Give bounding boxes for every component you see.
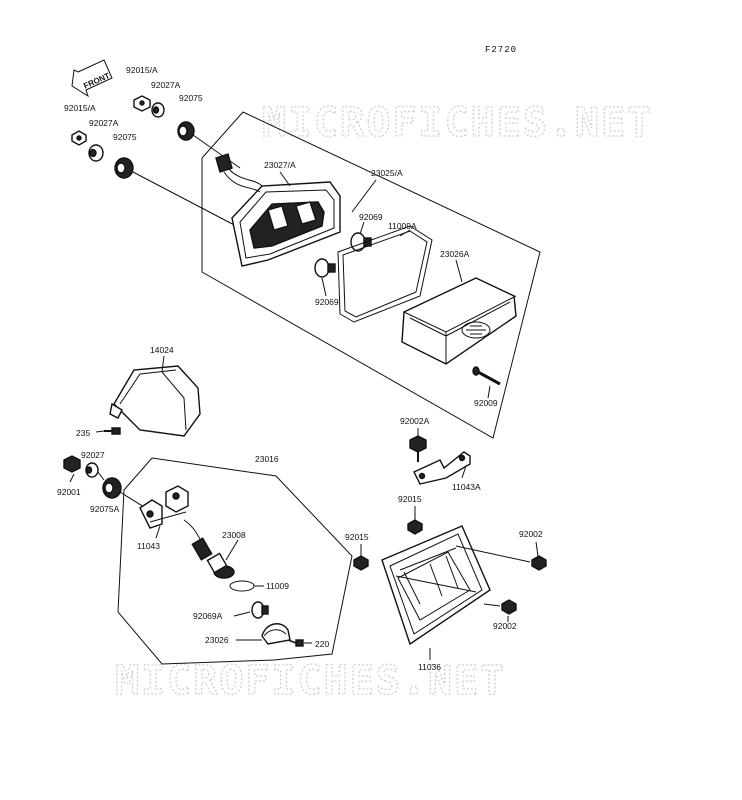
part-92027A-left-icon: [88, 144, 104, 162]
label-92015-a: 92015: [398, 494, 422, 504]
part-92075A-icon: [102, 477, 122, 499]
bracket-11043-icon: [139, 485, 189, 529]
part-92015A-top-icon: [133, 95, 151, 112]
front-arrow-icon: FRONT: [71, 59, 113, 98]
label-11043: 11043: [137, 541, 160, 551]
screw-220-icon: [287, 639, 304, 647]
group-outline-23016: [117, 457, 353, 665]
label-92015-b: 92015: [345, 532, 369, 542]
label-92015A-left: 92015/A: [64, 103, 96, 113]
part-92015A-left-icon: [71, 130, 87, 146]
bolt-92002-a-icon: [531, 555, 547, 571]
gasket-11009-icon: [229, 580, 255, 592]
lens-23026-icon: [261, 623, 291, 645]
label-92069-top: 92069: [359, 212, 383, 222]
label-23008: 23008: [222, 530, 246, 540]
bulb-92069-bottom-icon: [314, 258, 336, 278]
watermark-bottom: MICROFICHES.NET: [115, 658, 506, 704]
label-23026: 23026: [205, 635, 229, 645]
bracket-11043A-icon: [413, 451, 471, 485]
bulb-92069A-icon: [251, 601, 269, 619]
part-23027A-housing-icon: [215, 153, 341, 267]
socket-23008-icon: [183, 519, 235, 579]
label-23027A: 23027/A: [264, 160, 296, 170]
label-14024: 14024: [150, 345, 174, 355]
part-92027A-top-icon: [151, 102, 165, 118]
label-92009: 92009: [474, 398, 498, 408]
label-92075A: 92075A: [90, 504, 120, 514]
label-23016: 23016: [255, 454, 279, 464]
label-92002-b: 92002: [493, 621, 517, 631]
watermark-top: MICROFICHES.NET: [262, 100, 653, 146]
bolt-92015-b-icon: [353, 555, 369, 571]
part-92001-icon: [63, 455, 81, 473]
part-92075-top-icon: [177, 121, 195, 141]
label-92075-left: 92075: [113, 132, 137, 142]
bolt-92002A-icon: [409, 435, 427, 462]
part-92075-left-icon: [114, 157, 134, 179]
screw-235-icon: [104, 427, 121, 435]
label-11036: 11036: [418, 662, 441, 672]
label-92027A-left: 92027A: [89, 118, 119, 128]
label-220: 220: [315, 639, 329, 649]
front-label: FRONT: [82, 71, 111, 90]
label-92002-a: 92002: [519, 529, 543, 539]
label-92002A: 92002A: [400, 416, 430, 426]
label-92001: 92001: [57, 487, 81, 497]
label-23025A: 23025/A: [371, 168, 403, 178]
bolt-92002-b-icon: [501, 599, 517, 615]
label-92069-bottom: 92069: [315, 297, 339, 307]
lens-23026A-icon: [401, 277, 517, 365]
label-11043A: 11043A: [452, 482, 481, 492]
bolt-92015-a-icon: [407, 519, 423, 535]
label-11009A: 11009A: [388, 221, 417, 231]
label-92027: 92027: [81, 450, 105, 460]
part-92027-icon: [85, 462, 99, 478]
gasket-11009A-icon: [337, 225, 433, 323]
label-92069A: 92069A: [193, 611, 223, 621]
label-92027A-top: 92027A: [151, 80, 181, 90]
label-92075-top: 92075: [179, 93, 203, 103]
label-92015A-top: 92015/A: [126, 65, 158, 75]
label-11009: 11009: [266, 581, 289, 591]
plate-bracket-11036-icon: [381, 525, 491, 646]
screw-92009-icon: [472, 366, 501, 386]
label-23026A: 23026A: [440, 249, 470, 259]
cover-14024-icon: [109, 365, 201, 437]
label-235: 235: [76, 428, 90, 438]
group-outline-23025A: [201, 111, 541, 439]
figure-code: F2720: [485, 45, 517, 55]
